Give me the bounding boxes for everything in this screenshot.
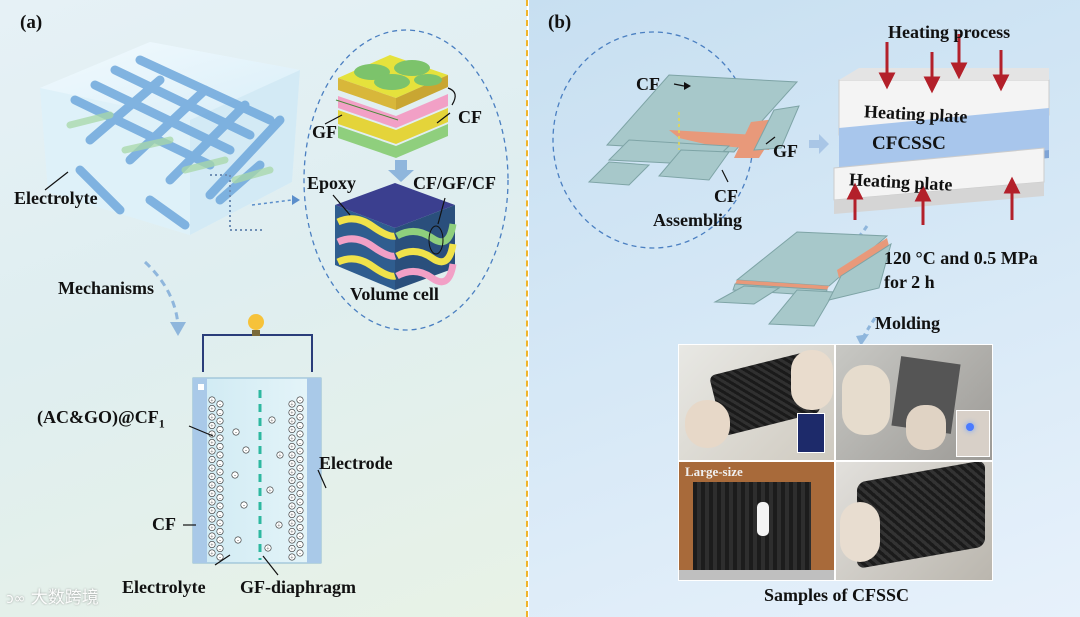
cfcssc-label: CFCSSC: [872, 133, 946, 155]
ac-go-subscript: 1: [159, 417, 165, 431]
electrode-ion-sign: -: [299, 458, 301, 464]
electrolyte-ion-sign: -: [234, 473, 236, 479]
panel-b-label: (b): [548, 12, 571, 34]
assembling-label: Assembling: [653, 210, 742, 231]
electrode-ion-sign: -: [299, 415, 301, 421]
electrolyte-ion-sign: -: [219, 547, 221, 553]
photo-large-size-sample: Large-size: [678, 461, 835, 581]
epoxy-label: Epoxy: [307, 173, 356, 194]
electrode-ion-sign: -: [299, 407, 301, 413]
panel-b: Large-size (b) CF GF CF Assembling Heati…: [529, 0, 1080, 617]
condition-line-1: 120 °C and 0.5 MPa: [884, 248, 1038, 269]
electrolyte-ion-sign: -: [237, 538, 239, 544]
fabric-layers: [336, 55, 448, 158]
mechanisms-label: Mechanisms: [58, 278, 154, 299]
condition-line-2: for 2 h: [884, 272, 935, 293]
electrolyte-ion-sign: -: [219, 538, 221, 544]
electrode-ion-sign: -: [299, 441, 301, 447]
electrode-ion-sign: -: [299, 500, 301, 506]
cf-gf-cf-label: CF/GF/CF: [413, 173, 496, 194]
gf-label: GF: [773, 141, 798, 162]
electrode-ion-sign: -: [299, 534, 301, 540]
cf-label: CF: [458, 107, 482, 128]
electrolyte-label-bottom: Electrolyte: [122, 577, 206, 598]
electrolyte-label-top: Electrolyte: [14, 188, 98, 209]
volume-cell-label: Volume cell: [350, 284, 439, 305]
electrolyte-ion-sign: -: [219, 487, 221, 493]
electrolyte-ion-sign: -: [219, 445, 221, 451]
large-size-label: Large-size: [685, 464, 743, 480]
photo-testing-sample: [835, 344, 993, 461]
electrolyte-ion-sign: -: [243, 503, 245, 509]
electrolyte-ion-sign: -: [219, 436, 221, 442]
assembling-sheets: [589, 75, 799, 185]
watermark-text: 大数跨境: [31, 588, 99, 608]
electrode-ion-sign: -: [299, 517, 301, 523]
molding-label: Molding: [875, 313, 940, 334]
electrode-ion-sign: -: [299, 449, 301, 455]
gf-label: GF: [312, 122, 337, 143]
bulb-circuit: [203, 314, 312, 372]
molded-plate: [715, 232, 891, 326]
cf-label-top: CF: [636, 74, 660, 95]
electrolyte-ion-sign: -: [219, 479, 221, 485]
samples-caption: Samples of CFSSC: [764, 585, 909, 606]
supercapacitor-cell: +-+-+-+-+-+-+-+-+-+-+-+-+-+-+-+-+-+-+- -…: [193, 378, 321, 563]
ac-go-text: (AC&GO)@CF: [37, 407, 159, 427]
electrolyte-ion-sign: -: [219, 470, 221, 476]
electrolyte-ion-sign: -: [219, 530, 221, 536]
electrolyte-ion-sign: -: [219, 504, 221, 510]
electrolyte-ion-sign: -: [219, 521, 221, 527]
epoxy-block: [335, 183, 455, 290]
watermark-logo-icon: ↄ∞: [6, 591, 25, 607]
electrolyte-ion-sign: -: [219, 453, 221, 459]
panel-divider: [526, 0, 528, 617]
electrode-ion-sign: -: [299, 551, 301, 557]
watermark: ↄ∞ 大数跨境: [6, 583, 99, 608]
electrolyte-ion-sign: -: [219, 496, 221, 502]
electrolyte-ion-sign: -: [219, 419, 221, 425]
ac-go-cf1-label: (AC&GO)@CF1: [37, 407, 165, 432]
electrolyte-ion-sign: -: [219, 411, 221, 417]
electrolyte-ion-sign: -: [219, 428, 221, 434]
electrode-ion-sign: -: [299, 432, 301, 438]
cf-label-bottom: CF: [714, 186, 738, 207]
panel-a-graphics: +-+-+-+-+-+-+-+-+-+-+-+-+-+-+-+-+-+-+- -…: [0, 0, 527, 617]
electrode-ion-sign: -: [299, 475, 301, 481]
panel-a: +-+-+-+-+-+-+-+-+-+-+-+-+-+-+-+-+-+-+- -…: [0, 0, 527, 617]
electrolyte-ion-sign: -: [219, 402, 221, 408]
heating-process-label: Heating process: [888, 22, 1010, 43]
electrode-ion-sign: -: [299, 483, 301, 489]
electrode-ion-sign: -: [299, 509, 301, 515]
photo-bending-sample: [678, 344, 835, 461]
electrolyte-ion-sign: -: [245, 448, 247, 454]
electrolyte-ion-sign: -: [219, 462, 221, 468]
electrode-ion-sign: -: [299, 398, 301, 404]
electrolyte-ion-sign: -: [235, 430, 237, 436]
cf-label-bottom: CF: [152, 514, 176, 535]
electrode-ion-sign: -: [299, 424, 301, 430]
electrode-ion-sign: -: [299, 543, 301, 549]
electrode-ion-sign: -: [299, 526, 301, 532]
panel-a-label: (a): [20, 12, 42, 34]
gf-diaphragm-label: GF-diaphragm: [240, 577, 356, 598]
electrolyte-ion-sign: -: [219, 513, 221, 519]
electrode-label: Electrode: [319, 453, 393, 474]
photo-flexible-sample: [835, 461, 993, 581]
electrode-ion-sign: -: [299, 466, 301, 472]
electrode-ion-sign: -: [299, 492, 301, 498]
